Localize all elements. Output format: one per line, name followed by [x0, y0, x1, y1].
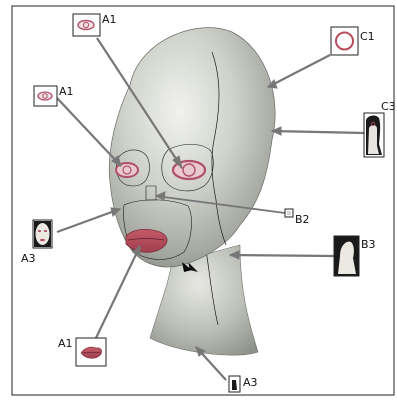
- ring-thumbnail-icon: [331, 27, 358, 55]
- callout-label-face-left: A3: [21, 252, 36, 265]
- small-patch-thumbnail-icon: [285, 209, 293, 217]
- head-silhouette-thumbnail-icon: [364, 113, 384, 157]
- lips: [126, 229, 167, 252]
- callout-label-head-silhouette: C3: [381, 100, 396, 113]
- eye-thumbnail-icon: [73, 14, 100, 36]
- neck-silhouette-thumbnail-icon: [334, 236, 359, 276]
- eye-thumbnail-icon: [34, 86, 57, 106]
- callout-label-eye-top: A1: [102, 13, 117, 26]
- callout-label-lips-bottom: A1: [58, 337, 73, 350]
- arrow-neck-silhouette: [230, 255, 334, 256]
- callout-label-eye-left: A1: [59, 85, 74, 98]
- callout-label-neck-silhouette: B3: [361, 238, 376, 251]
- callout-label-nose-patch: B2: [295, 213, 310, 226]
- callout-label-neck-bottom: A3: [243, 376, 258, 389]
- face-thumbnail-icon: [33, 220, 52, 248]
- callout-label-ring: C1: [360, 30, 375, 43]
- lips-thumbnail-icon: [76, 338, 106, 366]
- small-patch-thumbnail-icon: [229, 376, 240, 392]
